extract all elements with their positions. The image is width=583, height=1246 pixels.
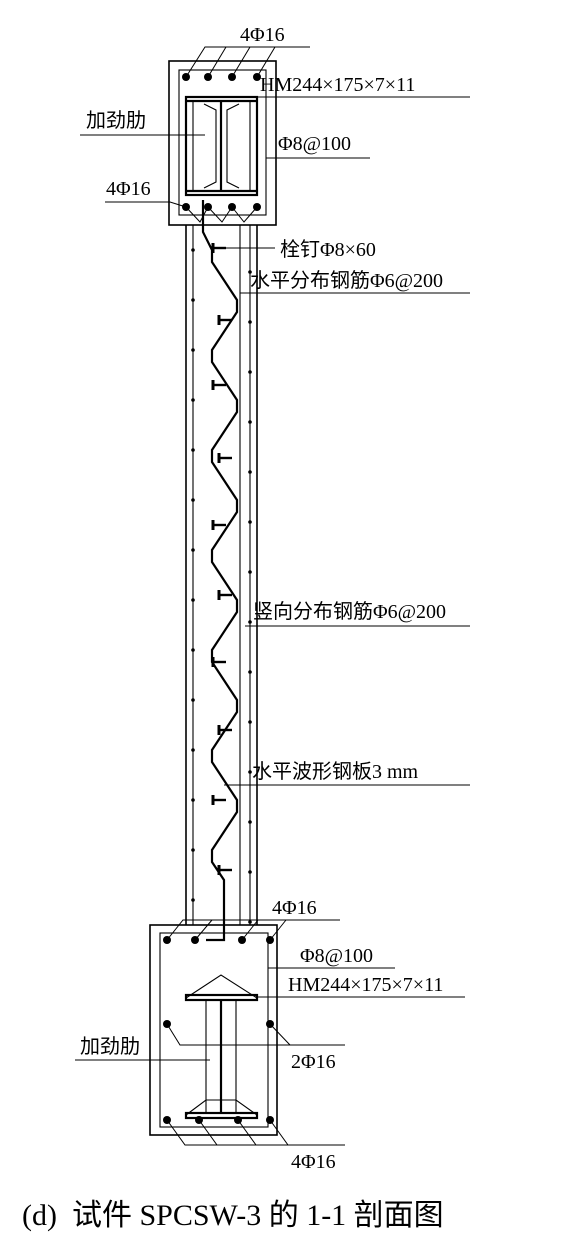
top-stiffener-cross-l bbox=[203, 103, 217, 189]
wall-rebar-dot bbox=[191, 698, 195, 702]
shear-stud bbox=[217, 590, 232, 600]
wall-rebar-dot bbox=[248, 920, 252, 924]
wall-rebar-dot bbox=[191, 748, 195, 752]
wall-rebar-dot bbox=[248, 570, 252, 574]
leader-bottom-long-bars bbox=[166, 1119, 345, 1146]
top-stirrup-outline bbox=[178, 69, 267, 216]
wall-rebar-dot bbox=[248, 520, 252, 524]
wall-rebar-dot bbox=[248, 820, 252, 824]
shear-stud bbox=[217, 453, 232, 463]
wall-rebar-dot bbox=[191, 898, 195, 902]
label-corrugated-plate: 水平波形钢板3 mm bbox=[252, 760, 419, 783]
wall-rebar-dot bbox=[191, 648, 195, 652]
top-concrete-outline bbox=[168, 60, 277, 226]
label-stud: 栓钉Φ8×60 bbox=[280, 238, 376, 261]
shear-stud bbox=[211, 520, 226, 530]
shear-studs bbox=[211, 243, 232, 875]
wall-rebar-dots bbox=[191, 248, 252, 924]
leader-lines bbox=[75, 46, 470, 1146]
wall-rebar-dot bbox=[248, 370, 252, 374]
wall-rebar-dot bbox=[191, 448, 195, 452]
leader-top-lower-bars-b bbox=[185, 206, 209, 223]
leader-bottom-long-bars-b bbox=[198, 1119, 218, 1146]
leader-top-long-bars-b bbox=[207, 46, 227, 78]
corrugated-steel-plate bbox=[201, 200, 239, 942]
wall-rebar-dot bbox=[248, 670, 252, 674]
wall-rebar-dot bbox=[191, 548, 195, 552]
top-h-steel bbox=[184, 95, 259, 197]
label-top-stirrup: Φ8@100 bbox=[278, 133, 351, 155]
label-bottom-long-bars: 4Φ16 bbox=[291, 1151, 336, 1173]
leader-bottom-long-bars-d bbox=[269, 1119, 289, 1146]
leader-bottom-upper-bars-c bbox=[241, 919, 259, 941]
leader-bottom-upper-bars-b bbox=[194, 919, 213, 941]
leader-top-long-bars-c bbox=[231, 46, 251, 78]
wall-rebar-dot bbox=[248, 870, 252, 874]
leader-top-lower-bars-d bbox=[231, 206, 258, 223]
wall-rebar-dot bbox=[248, 770, 252, 774]
wall-rebar-dot bbox=[191, 248, 195, 252]
leader-bottom-upper-bars-d bbox=[269, 919, 287, 941]
leader-bottom-side-bars-b bbox=[269, 1023, 291, 1046]
wall-rebar-dot bbox=[248, 420, 252, 424]
labels: 4Φ16 HM244×175×7×11 加劲肋 Φ8@100 4Φ16 栓钉Φ8… bbox=[22, 24, 446, 1232]
label-horizontal-rebar: 水平分布钢筋Φ6@200 bbox=[250, 269, 443, 292]
leader-top-long-bars bbox=[185, 46, 310, 78]
bottom-stirrup-outline bbox=[159, 932, 269, 1128]
leader-top-lower-bars-c bbox=[207, 206, 233, 223]
wall-rebar-dot bbox=[191, 298, 195, 302]
shear-stud bbox=[211, 380, 226, 390]
label-bottom-section: HM244×175×7×11 bbox=[288, 974, 443, 996]
figure-caption: (d) 试件 SPCSW-3 的 1-1 剖面图 bbox=[22, 1199, 444, 1232]
wall-rebar-dot bbox=[248, 320, 252, 324]
bottom-column bbox=[149, 924, 278, 1136]
shear-stud bbox=[217, 865, 232, 875]
top-stiffener-cross-r bbox=[226, 103, 240, 189]
label-bottom-upper-bars: 4Φ16 bbox=[272, 897, 317, 919]
wall-rebar-dot bbox=[191, 398, 195, 402]
wall-rebar-dot bbox=[248, 270, 252, 274]
shear-stud bbox=[211, 795, 226, 805]
bottom-concrete-outline bbox=[149, 924, 278, 1136]
shear-stud bbox=[211, 657, 226, 667]
leader-bottom-long-bars-c bbox=[237, 1119, 257, 1146]
leader-top-lower-bars bbox=[105, 201, 187, 208]
label-top-lower-bars: 4Φ16 bbox=[106, 178, 151, 200]
leader-bottom-side-bars bbox=[166, 1023, 345, 1046]
label-vertical-rebar: 竖向分布钢筋Φ6@200 bbox=[253, 600, 446, 623]
leader-bottom-upper-bars bbox=[166, 919, 340, 941]
wall-rebar-dot bbox=[248, 620, 252, 624]
wall-rebar-dot bbox=[248, 470, 252, 474]
wall-rebar-dot bbox=[191, 598, 195, 602]
wall-rebar-dot bbox=[191, 848, 195, 852]
label-top-section: HM244×175×7×11 bbox=[260, 74, 415, 96]
wall-rebar-dot bbox=[191, 348, 195, 352]
shear-stud bbox=[217, 725, 232, 735]
wall-rebar-dot bbox=[248, 720, 252, 724]
wall-rebar-dot bbox=[191, 498, 195, 502]
label-top-stiffener: 加劲肋 bbox=[86, 109, 146, 132]
bottom-h-flange-top bbox=[184, 993, 259, 1002]
bottom-h-bottom-cross bbox=[185, 1099, 258, 1116]
wall-rebar-dot bbox=[191, 798, 195, 802]
web-wall bbox=[185, 200, 258, 942]
bottom-h-top-cross bbox=[185, 974, 258, 999]
label-top-long-bars: 4Φ16 bbox=[240, 24, 285, 46]
label-bottom-stiffener: 加劲肋 bbox=[80, 1035, 140, 1058]
label-bottom-side-bars: 2Φ16 bbox=[291, 1051, 336, 1073]
shear-stud bbox=[217, 315, 232, 325]
label-bottom-stirrup: Φ8@100 bbox=[300, 945, 373, 967]
leader-top-long-bars-d bbox=[256, 46, 276, 78]
